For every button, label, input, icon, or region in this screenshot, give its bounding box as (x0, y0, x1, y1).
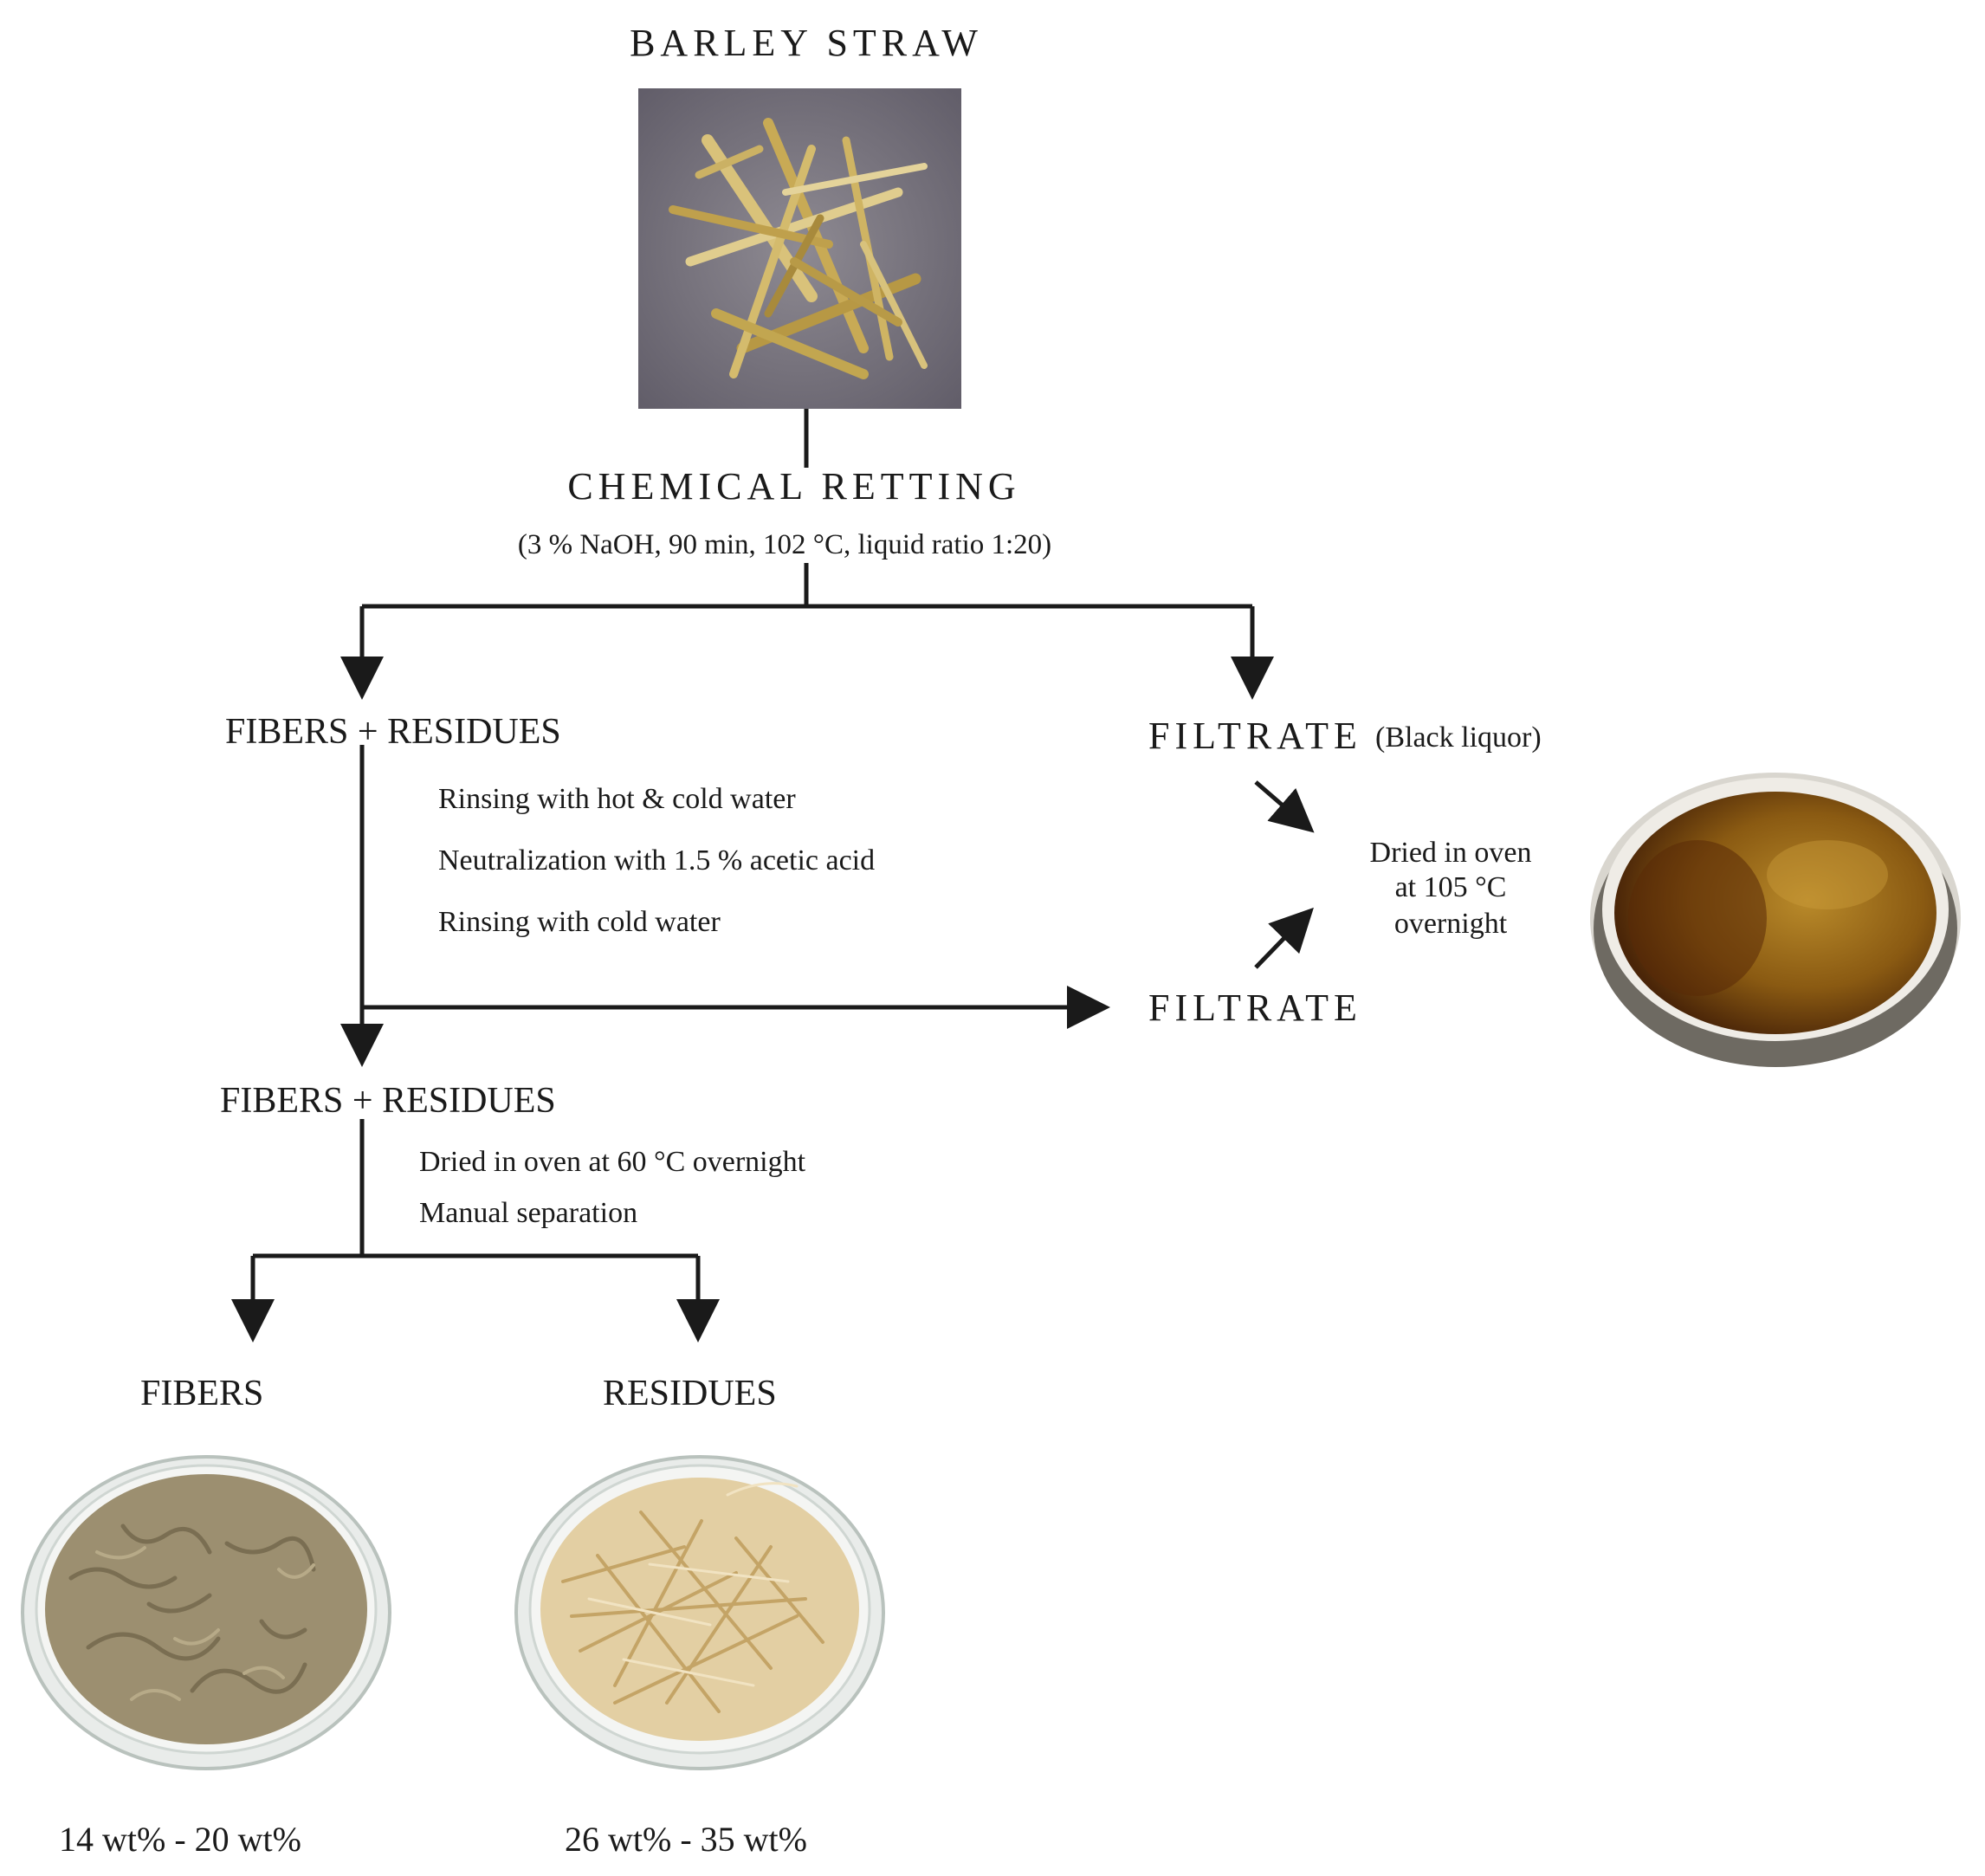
retting-conditions: (3 % NaOH, 90 min, 102 °C, liquid ratio … (517, 529, 1052, 560)
step-rinsing-cold: Rinsing with cold water (438, 906, 721, 938)
liquor-drying-line-3: overnight (1393, 908, 1508, 940)
fibers-residues-label-1: FIBERS + RESIDUES (225, 712, 561, 752)
black-liquor-dish-photo (1590, 773, 1961, 1067)
step-manual-separation: Manual separation (419, 1197, 638, 1229)
barley-straw-title: BARLEY STRAW (630, 22, 983, 64)
arrow-filtrate-to-drying (1254, 907, 1314, 969)
black-liquor-note: (Black liquor) (1375, 721, 1542, 754)
liquor-drying-line-1: Dried in oven (1369, 837, 1532, 869)
step-neutralization: Neutralization with 1.5 % acetic acid (438, 844, 876, 877)
arrow-black-liquor-to-drying (1254, 780, 1315, 833)
filtrate-label-2: FILTRATE (1148, 987, 1362, 1029)
fibers-yield: 14 wt% - 20 wt% (59, 1820, 301, 1859)
fibers-dish-photo (21, 1455, 391, 1770)
residues-yield: 26 wt% - 35 wt% (565, 1820, 807, 1859)
fibers-residues-label-2: FIBERS + RESIDUES (220, 1081, 556, 1121)
step-rinsing-hot-cold: Rinsing with hot & cold water (438, 783, 796, 815)
barley-straw-photo (638, 88, 961, 409)
chemical-retting-title: CHEMICAL RETTING (567, 465, 1021, 508)
step-drying-60c: Dried in oven at 60 °C overnight (419, 1146, 806, 1178)
residues-dish-photo (514, 1455, 885, 1770)
liquor-drying-line-2: at 105 °C (1394, 871, 1507, 903)
fibers-label: FIBERS (140, 1374, 264, 1413)
residues-label: RESIDUES (603, 1374, 777, 1413)
filtrate-label-1: FILTRATE (1148, 715, 1362, 757)
